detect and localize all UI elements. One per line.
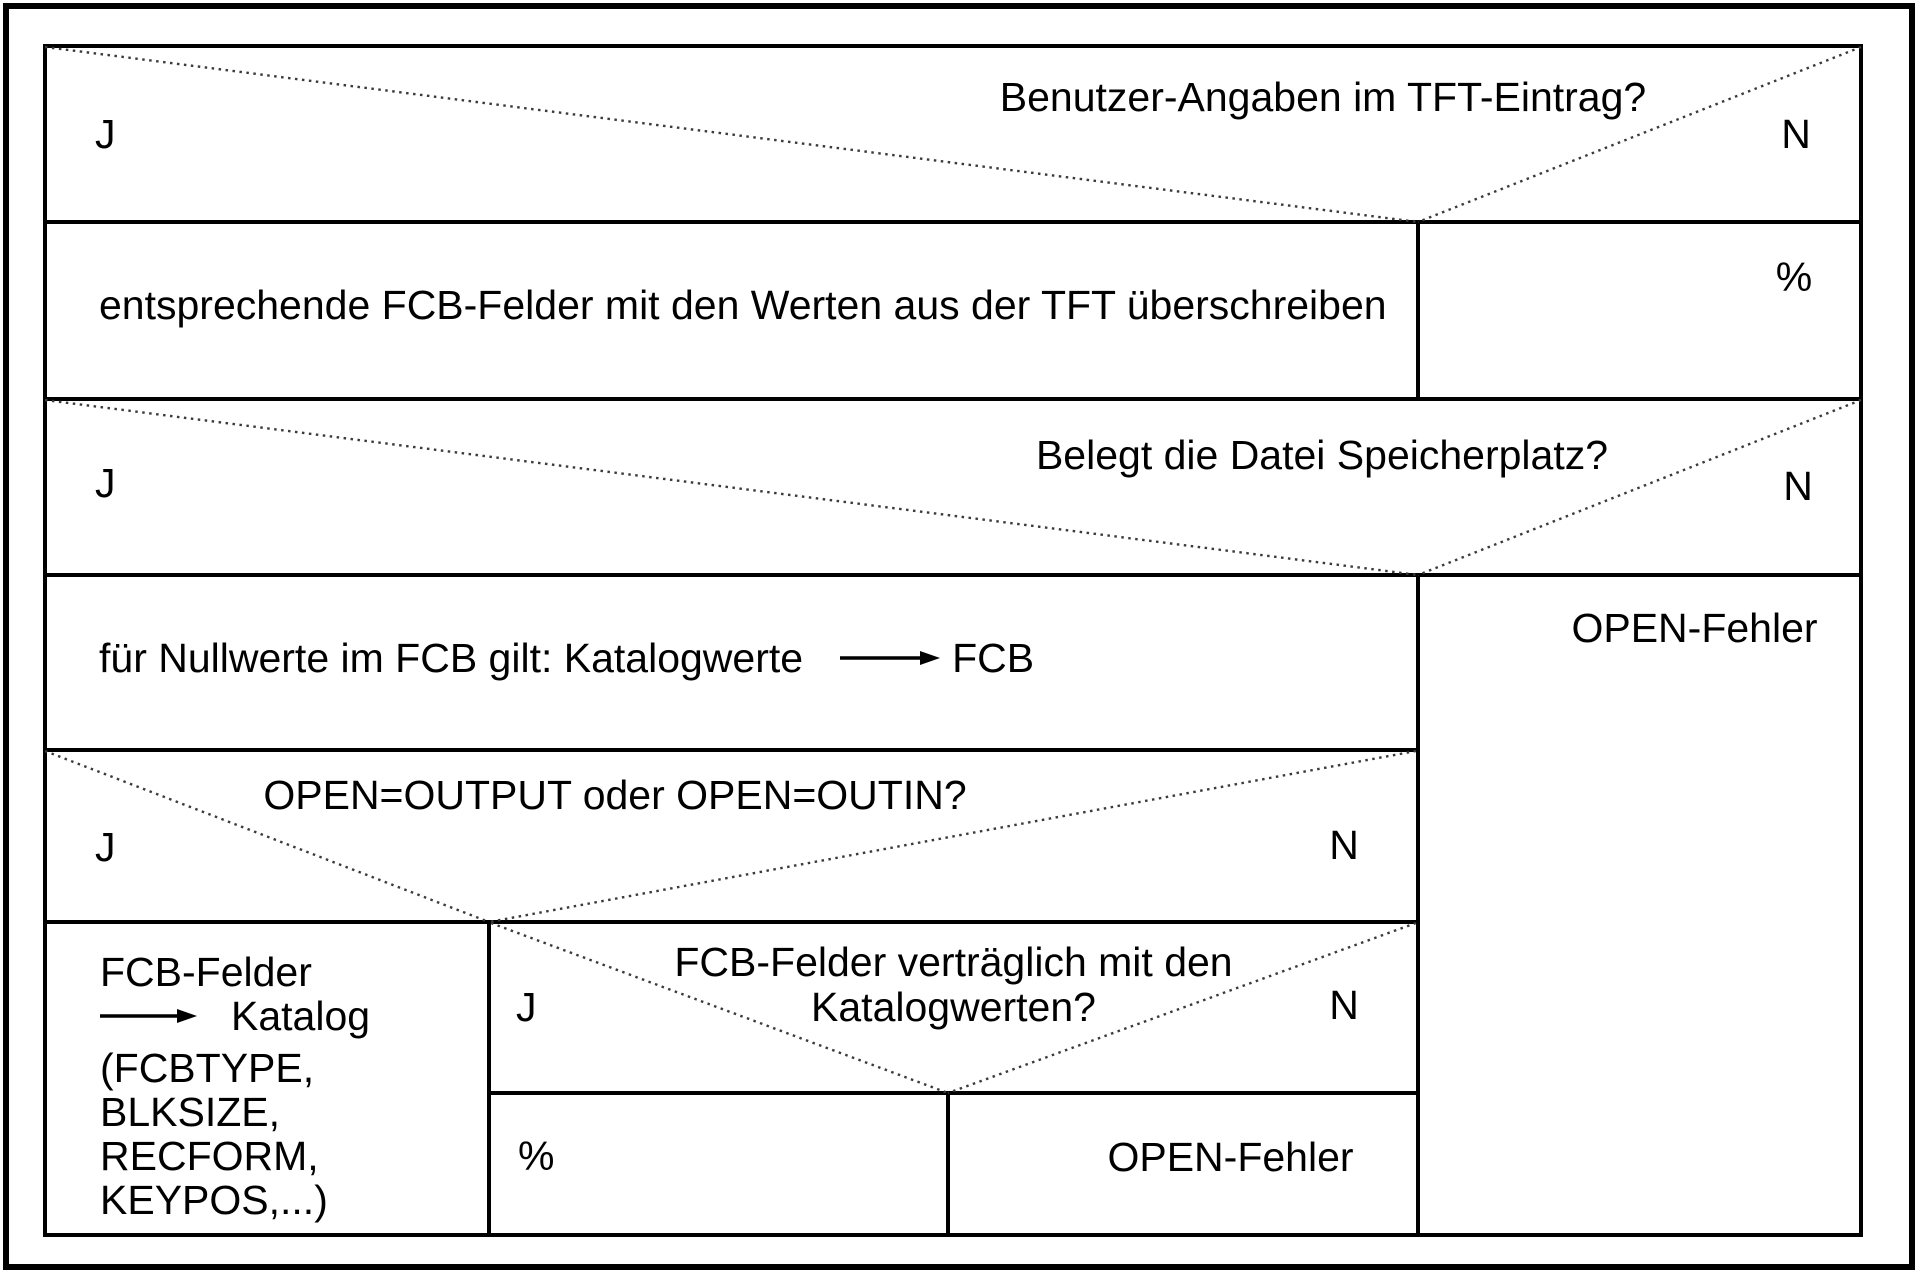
decision1-no-label: N bbox=[1781, 111, 1811, 157]
result-open-error-right-column: OPEN-Fehler bbox=[1571, 605, 1818, 651]
decision4-question-line2: Katalogwerten? bbox=[811, 984, 1096, 1030]
outer-frame bbox=[3, 3, 1915, 1270]
decision3-question: OPEN=OUTPUT oder OPEN=OUTIN? bbox=[263, 772, 967, 818]
right-arrow-icon bbox=[840, 651, 941, 665]
action-overwrite-fcb: entsprechende FCB-Felder mit den Werten … bbox=[99, 282, 1387, 328]
result-fcb-fields-line: RECFORM, bbox=[100, 1133, 319, 1179]
right-arrow-icon bbox=[100, 1009, 197, 1023]
decision2-diagonal-left bbox=[44, 398, 1419, 577]
decision4-yes-label: J bbox=[516, 984, 537, 1030]
result-fcb-fields-line: BLKSIZE, bbox=[100, 1089, 281, 1135]
result-open-error-bottom: OPEN-Fehler bbox=[1107, 1134, 1354, 1180]
decision2-yes-label: J bbox=[95, 460, 116, 506]
decision1-yes-label: J bbox=[95, 111, 116, 157]
decision3-yes-label: J bbox=[95, 824, 116, 870]
decision3-no-label: N bbox=[1329, 822, 1359, 868]
decision2-diagonal-right bbox=[1417, 398, 1862, 577]
decision4-diagonal-right bbox=[947, 921, 1417, 1095]
decision2-question: Belegt die Datei Speicherplatz? bbox=[1035, 432, 1609, 478]
decision2-no-label: N bbox=[1783, 463, 1813, 509]
decision4-question: FCB-Felder verträglich mit den Katalogwe… bbox=[491, 940, 1416, 1030]
decision4-question-line1: FCB-Felder verträglich mit den bbox=[674, 939, 1233, 985]
decision1-diagonal-right bbox=[1417, 45, 1862, 224]
result-percent-bottom: % bbox=[518, 1133, 555, 1179]
decision4-no-label: N bbox=[1329, 982, 1359, 1028]
inner-box-border bbox=[43, 44, 1863, 1237]
decision4-diagonal-left bbox=[490, 921, 949, 1095]
action-katalog-to-fcb-target: FCB bbox=[952, 635, 1035, 681]
result-fcb-fields-line: (FCBTYPE, bbox=[100, 1045, 315, 1091]
decision3-diagonal-right bbox=[488, 749, 1417, 924]
action-katalog-to-fcb-text: für Nullwerte im FCB gilt: Katalogwerte bbox=[99, 635, 804, 681]
result-fcb-to-katalog: FCB-Felder Katalog (FCBTYPE, BLKSIZE, RE… bbox=[100, 950, 370, 1222]
action-katalog-to-fcb: für Nullwerte im FCB gilt: Katalogwerte … bbox=[99, 635, 1034, 681]
decision1-question: Benutzer-Angaben im TFT-Eintrag? bbox=[999, 74, 1647, 120]
result-fcb-to-katalog-target: Katalog bbox=[231, 993, 371, 1039]
result-fcb-to-katalog-arrow-line: Katalog bbox=[100, 994, 370, 1038]
result-fcb-to-katalog-line1: FCB-Felder bbox=[100, 949, 312, 995]
result-fcb-fields-line: KEYPOS,...) bbox=[100, 1177, 328, 1223]
decision3-diagonal-left bbox=[44, 749, 490, 924]
action-overwrite-no-result: % bbox=[1775, 254, 1813, 300]
